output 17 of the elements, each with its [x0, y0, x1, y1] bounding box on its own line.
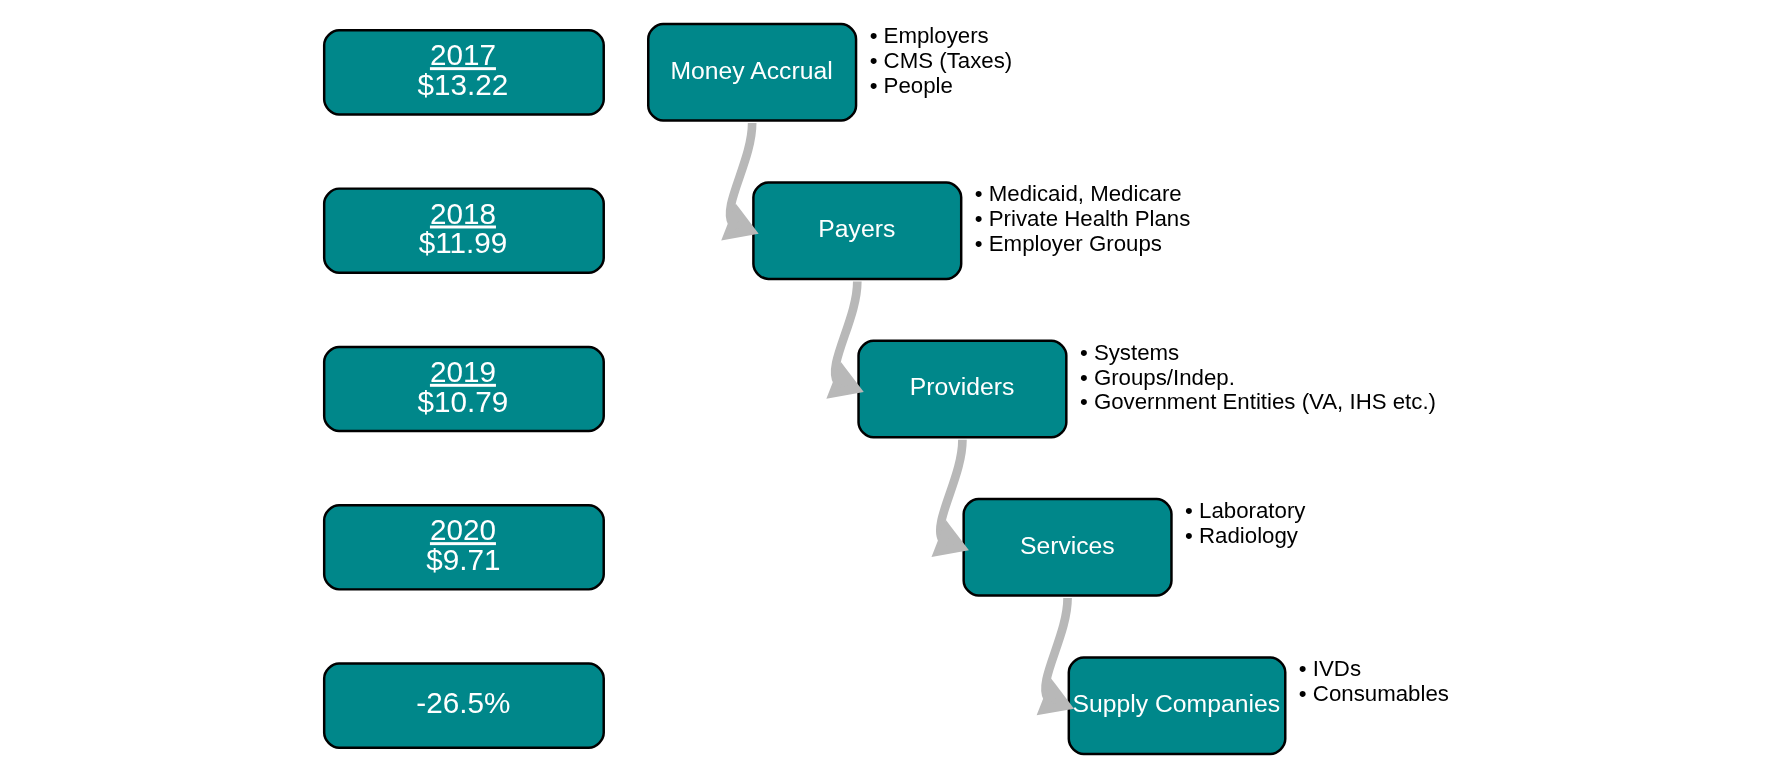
arrow — [1036, 597, 1074, 716]
node-label: • Employer Groups — [974, 230, 1162, 256]
arrow — [825, 281, 864, 399]
node-label: • Laboratory — [1184, 498, 1305, 524]
node-label: • Groups/Indep. — [1079, 364, 1235, 390]
arrow — [931, 439, 969, 558]
node-label: • Consumables — [1298, 681, 1449, 707]
node-label: • IVDs — [1298, 656, 1361, 682]
node-label: • Employers — [869, 23, 989, 49]
node-label: • Radiology — [1184, 522, 1298, 548]
node-label: • Private Health Plans — [974, 206, 1190, 232]
arrow — [720, 122, 759, 241]
node-label: • People — [869, 72, 953, 98]
node-label: • Government Entities (VA, IHS etc.) — [1079, 389, 1436, 415]
node-label: • CMS (Taxes) — [869, 47, 1012, 73]
node-label: • Medicaid, Medicare — [974, 181, 1182, 207]
node-label: • Systems — [1079, 339, 1179, 365]
